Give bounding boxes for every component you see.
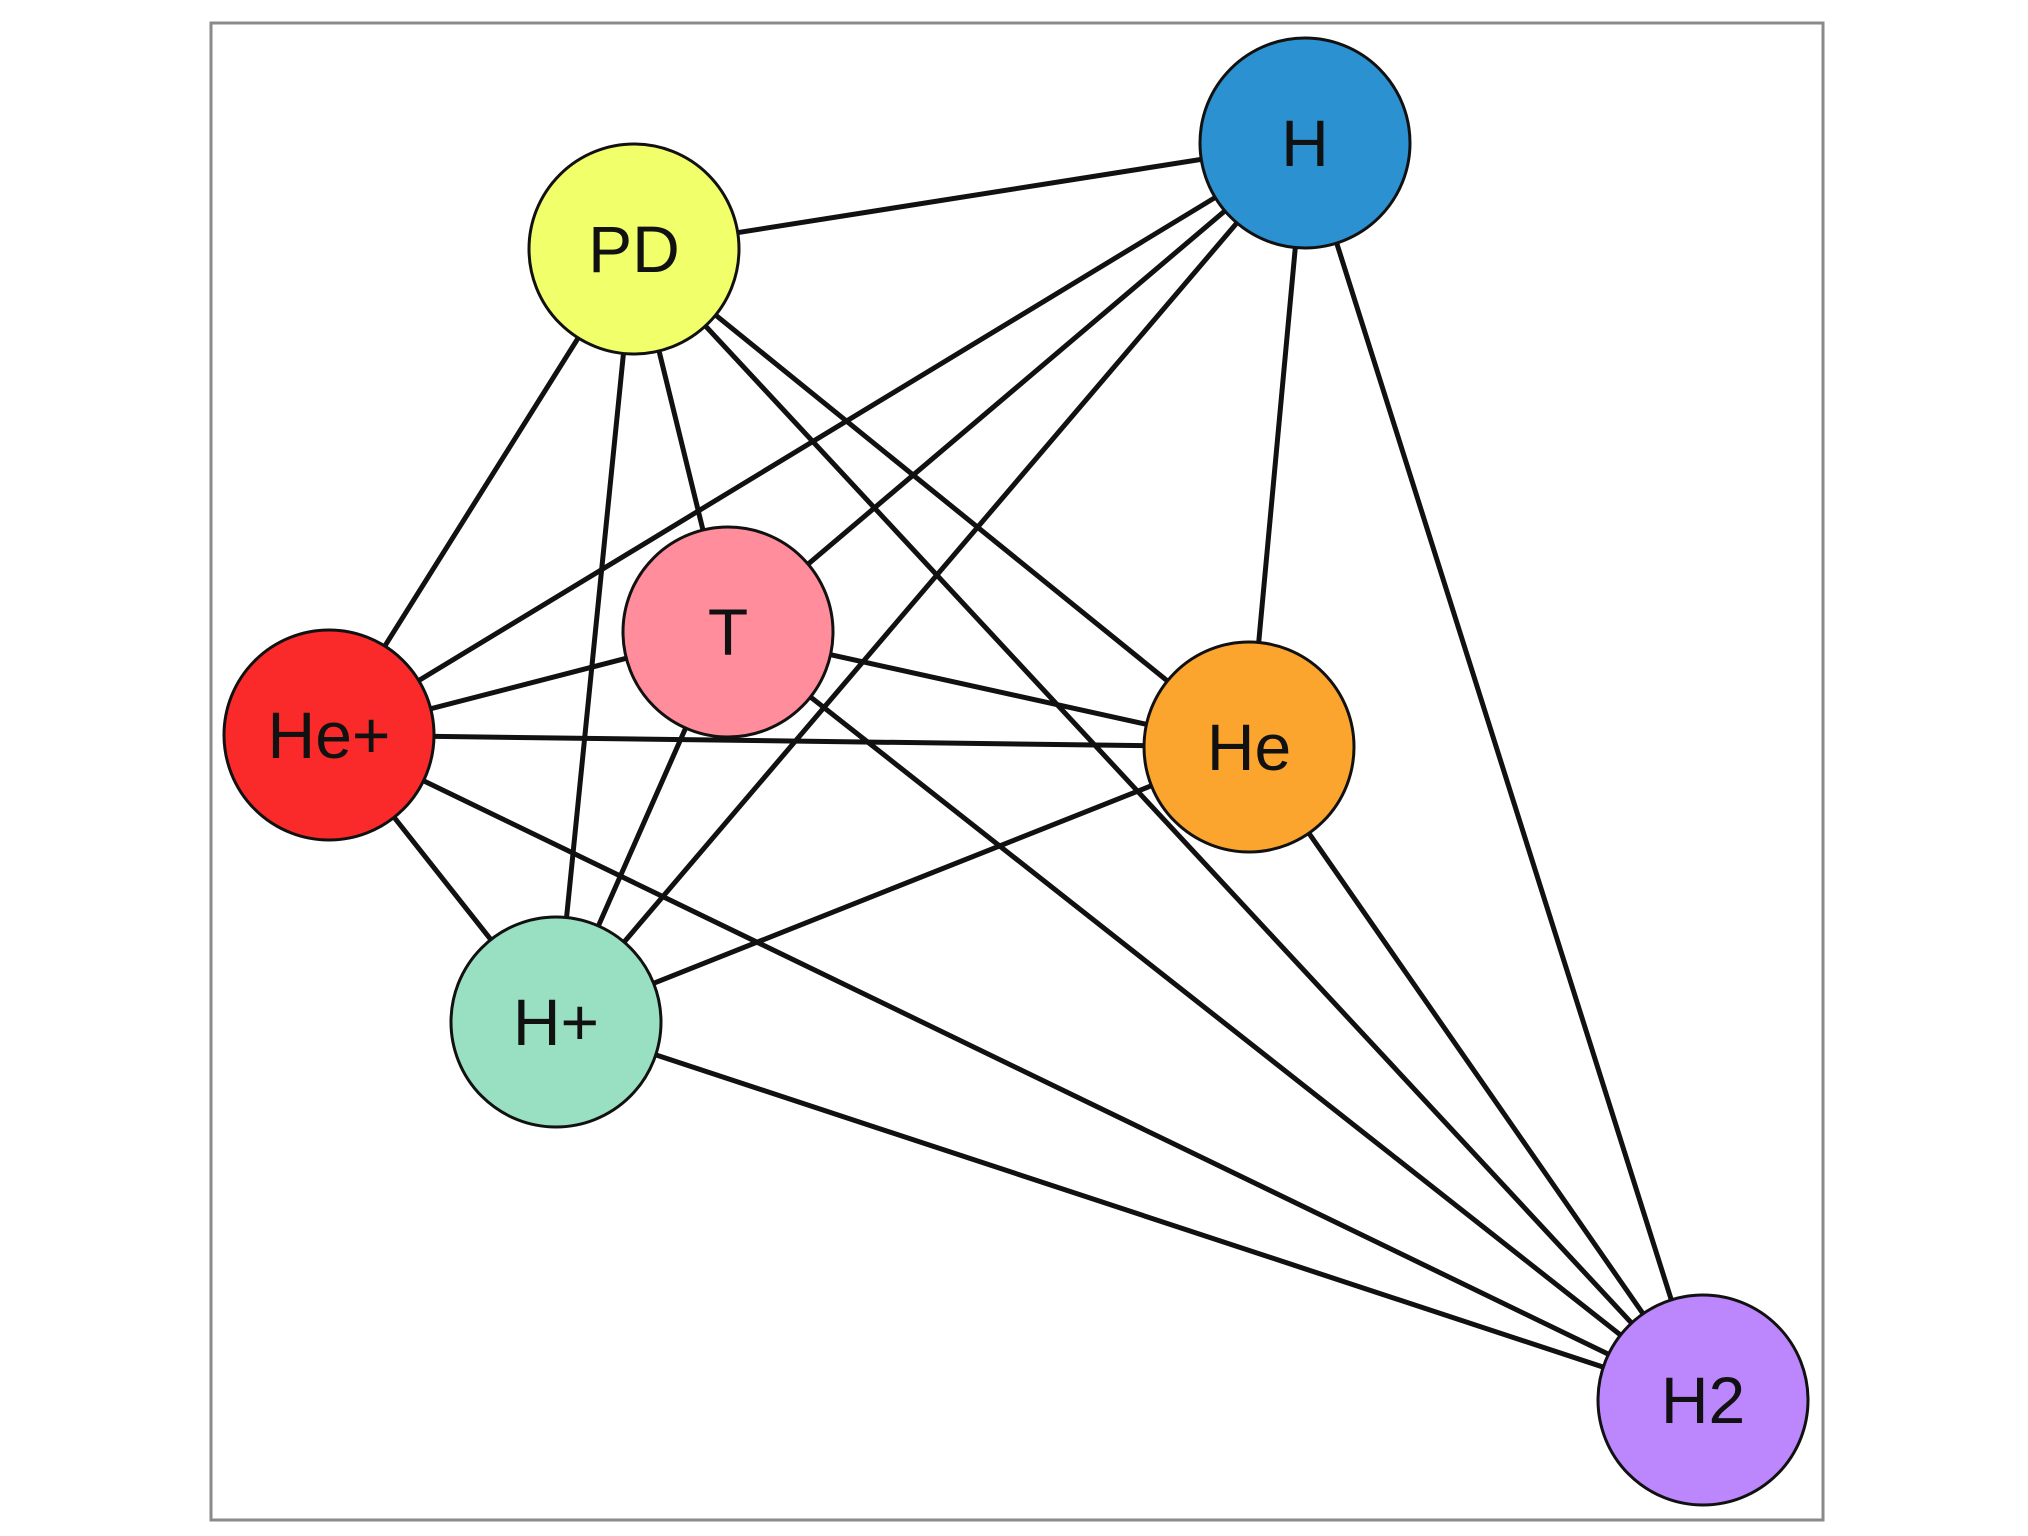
node-h: H — [1198, 36, 1412, 250]
node-label-hep: He+ — [268, 698, 391, 772]
edge-hp-h2 — [553, 1019, 1706, 1403]
edge-pd-hp — [553, 246, 637, 1025]
node-pd: PD — [527, 142, 741, 356]
edge-h-hp — [553, 140, 1308, 1025]
node-t: T — [621, 525, 835, 739]
node-hp: H+ — [449, 915, 663, 1129]
node-label-h: H — [1281, 106, 1329, 180]
node-h2: H2 — [1596, 1293, 1810, 1507]
edge-layer — [326, 140, 1706, 1403]
node-circle-pd — [527, 142, 741, 356]
node-layer: H PD T He+ HeH+ H2 — [222, 36, 1810, 1507]
node-circle-t — [621, 525, 835, 739]
diagram-frame — [209, 21, 1825, 1522]
edge-h-hep — [326, 140, 1308, 738]
node-circle-hp — [449, 915, 663, 1129]
node-label-t: T — [708, 595, 748, 669]
node-label-hp: H+ — [513, 985, 599, 1059]
node-label-pd: PD — [588, 212, 680, 286]
edge-t-h2 — [725, 629, 1706, 1403]
edge-he-hp — [553, 744, 1252, 1025]
node-circle-hep — [222, 628, 436, 842]
edge-hep-h2 — [326, 732, 1706, 1403]
edge-he-h2 — [1246, 744, 1706, 1403]
edge-pd-h2 — [631, 246, 1706, 1403]
node-hep: He+ — [222, 628, 436, 842]
edge-pd-h — [631, 140, 1308, 252]
node-label-he: He — [1207, 710, 1291, 784]
edge-h-h2 — [1302, 140, 1706, 1403]
node-circle-h — [1198, 36, 1412, 250]
edge-pd-he — [631, 246, 1252, 750]
node-circle-he — [1142, 640, 1356, 854]
edge-h-t — [725, 140, 1308, 635]
node-label-h2: H2 — [1661, 1363, 1745, 1437]
node-he: He — [1142, 640, 1356, 854]
node-circle-h2 — [1596, 1293, 1810, 1507]
edge-hep-he — [326, 732, 1252, 750]
